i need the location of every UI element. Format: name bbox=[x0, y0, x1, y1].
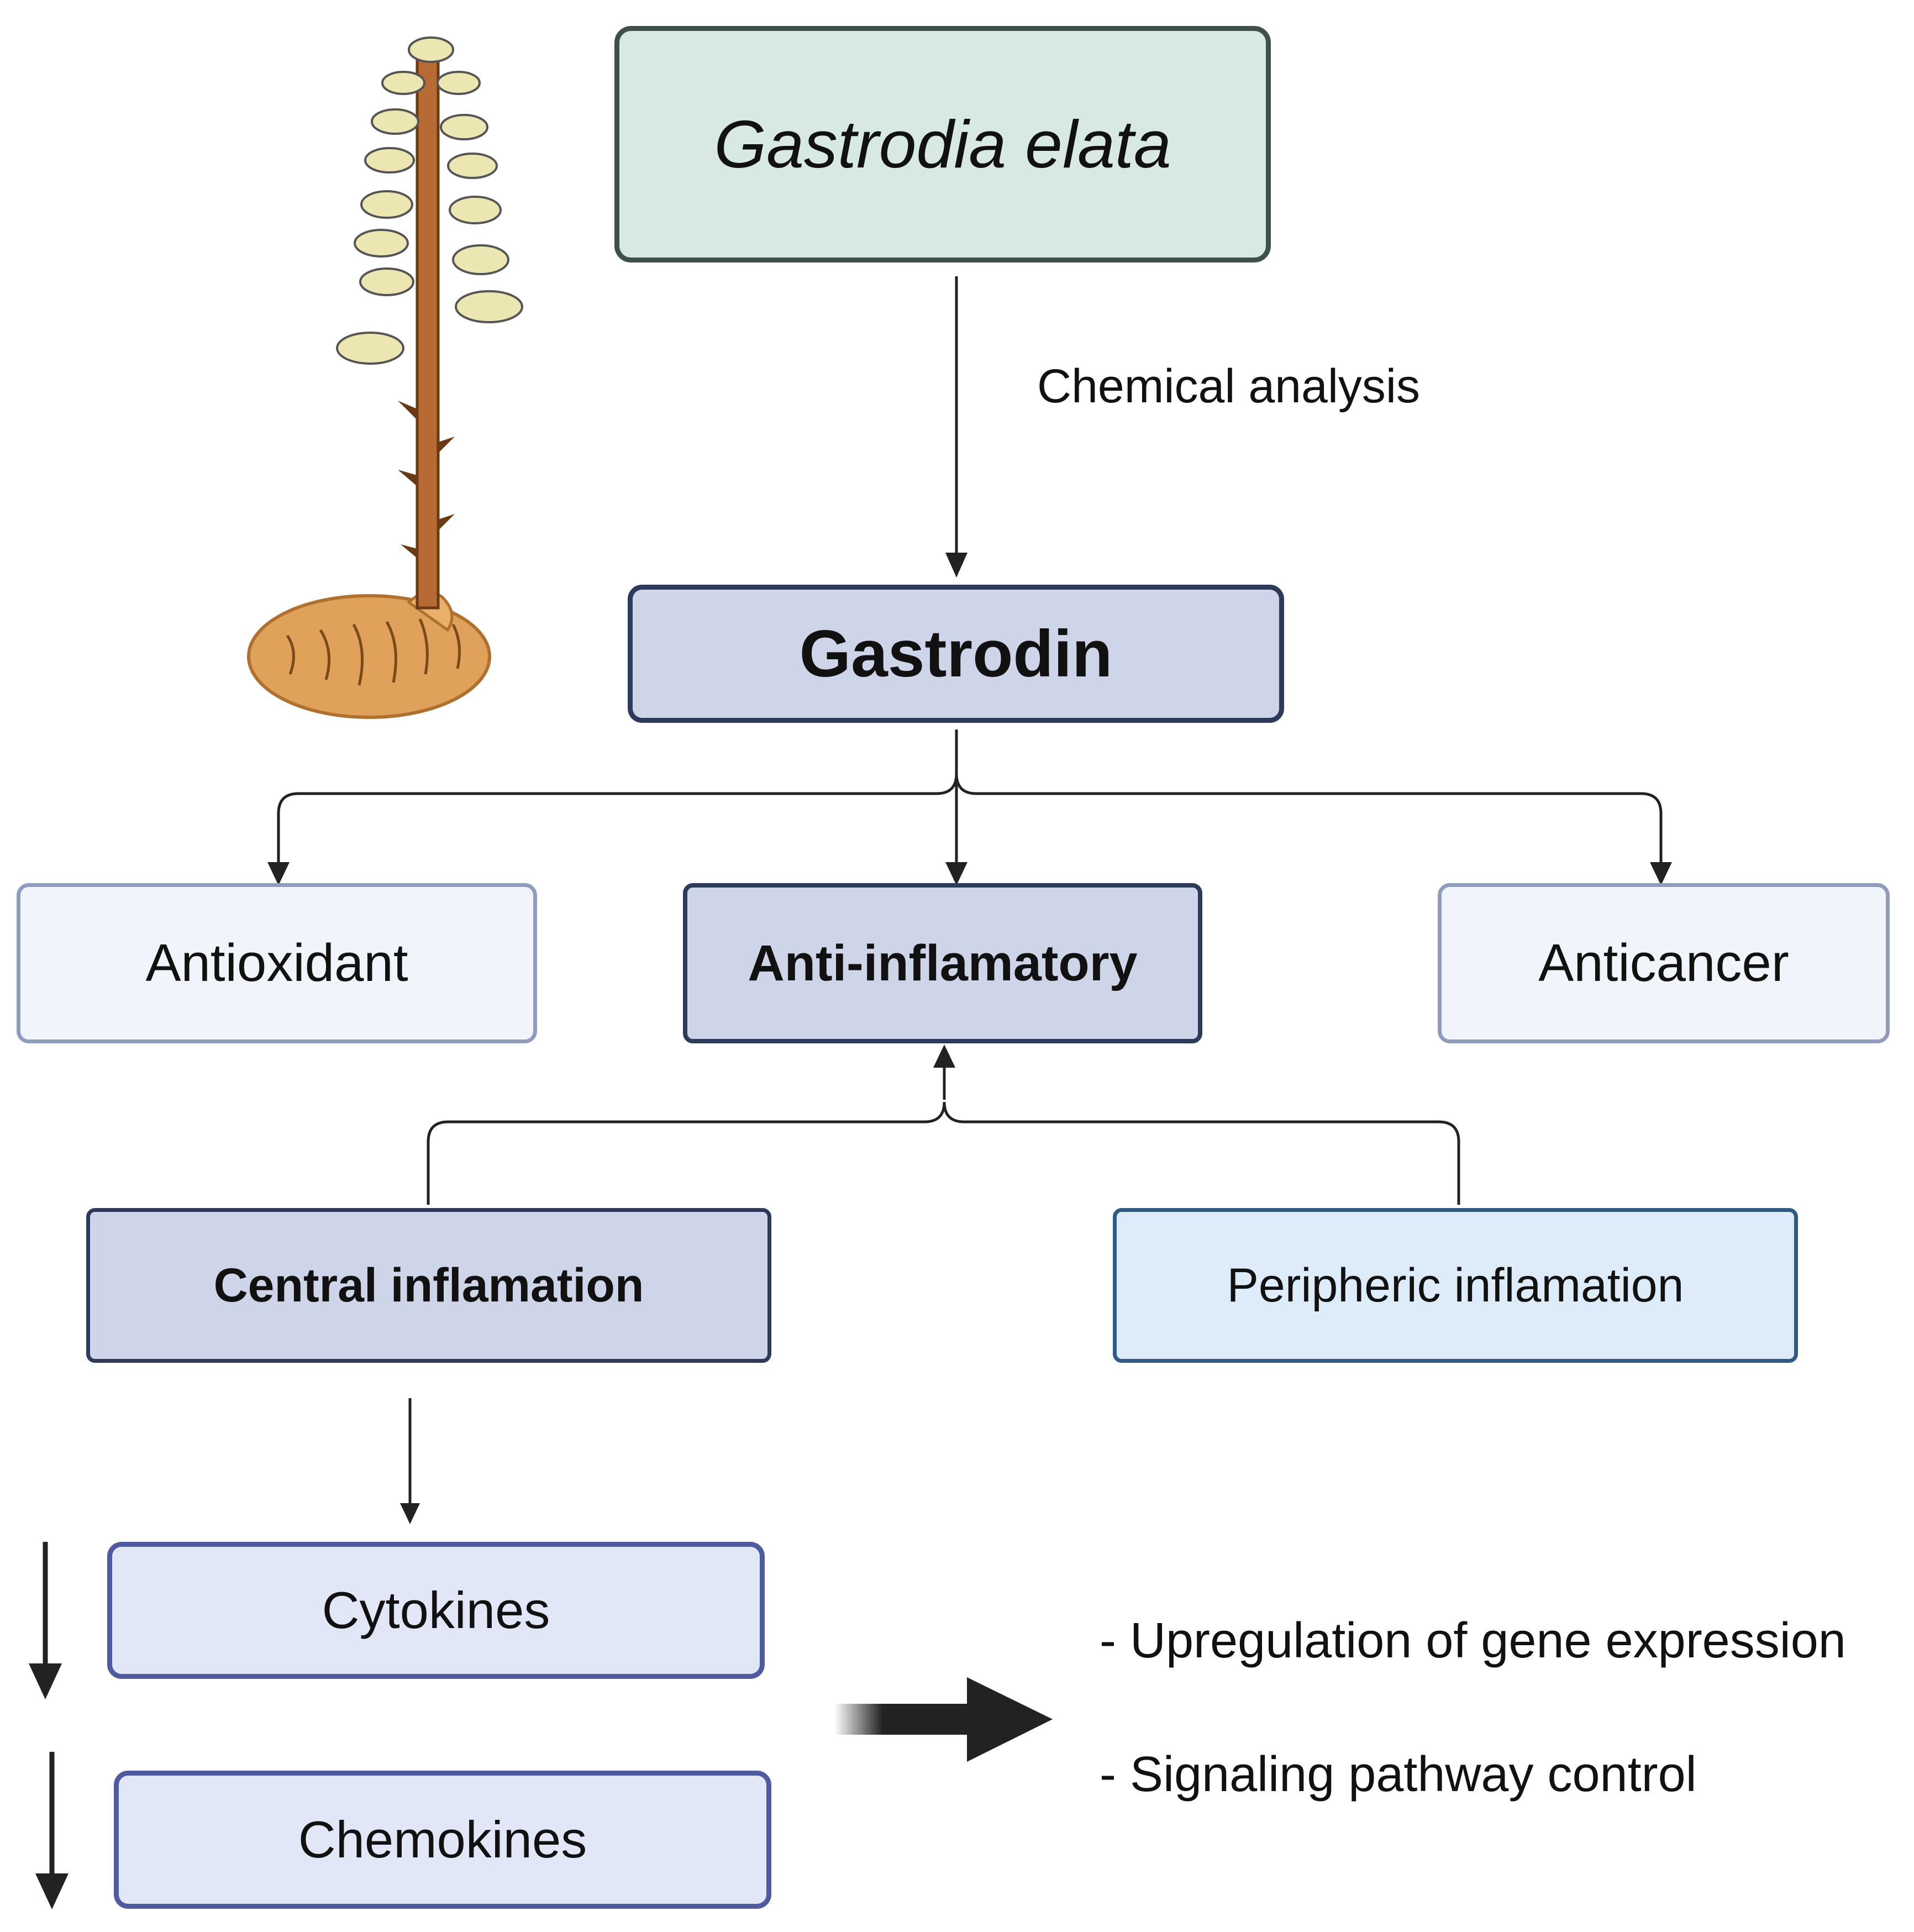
plant-node[interactable]: Gastrodia elata bbox=[614, 26, 1271, 262]
activity-anticancer[interactable]: Anticancer bbox=[1438, 883, 1890, 1043]
central-inflammation-node[interactable]: Central inflamation bbox=[86, 1208, 771, 1363]
compound-node[interactable]: Gastrodin bbox=[628, 585, 1284, 723]
arrowhead-to-anti-up bbox=[933, 1044, 955, 1068]
outcome-signaling-control: - Signaling pathway control bbox=[1100, 1747, 1697, 1802]
arrowhead-anti-inflammatory bbox=[945, 862, 967, 885]
activity-anti-inflammatory[interactable]: Anti-inflamatory bbox=[683, 883, 1202, 1043]
result-arrow bbox=[834, 1677, 1053, 1762]
plant-stem bbox=[416, 54, 440, 610]
activity-antioxidant[interactable]: Antioxidant bbox=[17, 883, 537, 1043]
stem-scales bbox=[398, 401, 455, 558]
flowers bbox=[336, 36, 523, 365]
central-inflammation-label: Central inflamation bbox=[213, 1258, 644, 1312]
gastrodia-plant-illustration bbox=[247, 36, 523, 719]
edge-peripheric-to-anti bbox=[943, 1101, 1460, 1205]
connectors bbox=[43, 276, 1663, 1884]
arrowhead-anticancer bbox=[1650, 862, 1672, 885]
compound-node-label: Gastrodin bbox=[799, 617, 1113, 691]
arrowhead-cytokines bbox=[400, 1503, 420, 1524]
arrowhead-compound bbox=[945, 553, 967, 578]
cytokines-label: Cytokines bbox=[322, 1581, 550, 1639]
chemokines-node[interactable]: Chemokines bbox=[114, 1771, 771, 1909]
edge-label-chemical-analysis: Chemical analysis bbox=[1037, 360, 1421, 413]
edge-compound-to-antioxidant bbox=[277, 773, 958, 865]
cytokines-node[interactable]: Cytokines bbox=[107, 1542, 765, 1679]
tuber-rings bbox=[286, 618, 461, 686]
result-arrow-head bbox=[967, 1677, 1053, 1762]
antioxidant-label: Antioxidant bbox=[145, 933, 408, 993]
decrease-arrowhead-chemokines bbox=[35, 1873, 69, 1909]
edge-compound-to-anticancer bbox=[955, 773, 1663, 865]
tuber-shape bbox=[247, 594, 491, 719]
edge-central-to-anti bbox=[427, 1101, 946, 1205]
plant-node-label: Gastrodia elata bbox=[714, 107, 1171, 182]
outcome-gene-expression: - Upregulation of gene expression bbox=[1100, 1613, 1846, 1668]
arrowheads bbox=[29, 553, 1672, 1909]
chemokines-label: Chemokines bbox=[298, 1810, 587, 1868]
decrease-arrowhead-cytokines bbox=[29, 1663, 62, 1699]
anti-inflammatory-label: Anti-inflamatory bbox=[748, 935, 1138, 991]
arrowhead-antioxidant bbox=[267, 862, 290, 885]
peripheric-inflammation-node[interactable]: Peripheric inflamation bbox=[1113, 1208, 1798, 1363]
anticancer-label: Anticancer bbox=[1538, 933, 1789, 993]
peripheric-inflammation-label: Peripheric inflamation bbox=[1227, 1258, 1684, 1312]
result-arrow-shaft bbox=[834, 1704, 972, 1735]
